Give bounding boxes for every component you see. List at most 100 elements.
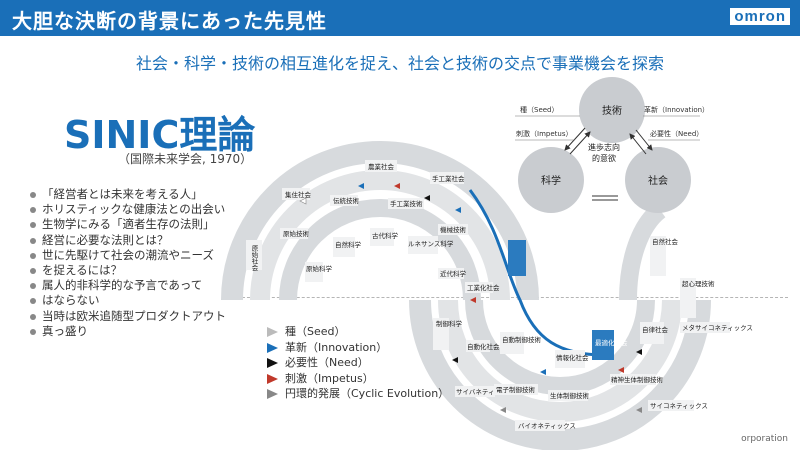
seed-marker-icon (267, 327, 278, 337)
bullet-item: ホリスティックな健康法との出会い (30, 202, 250, 217)
impetus-marker-icon (267, 373, 278, 384)
technology-node (579, 77, 645, 143)
footer-text: orporation (741, 434, 788, 444)
society-node (625, 147, 691, 213)
header-bar: 大胆な決断の背景にあった先見性 omron (0, 0, 800, 36)
ring-label: バイオネティックス (518, 422, 576, 430)
ring-label: 自動制御技術 (502, 335, 542, 344)
ring-label: サイバネティックス (456, 388, 514, 396)
blue-box-optimization (592, 330, 614, 360)
theory-title: SINIC理論 (64, 113, 256, 157)
legend-label: 革新（Innovation） (285, 340, 388, 354)
lower-ring-mid (438, 299, 682, 422)
cycle-diagram: 技術 科学 社会 進歩志向 的意欲 種（Seed） 刺激（Impetus） 革新… (515, 77, 709, 213)
bullet-item: 「経営者とは未来を考える人」 (30, 187, 250, 202)
center-label-1: 進歩志向 (588, 142, 620, 152)
ring-label: 農業社会 (368, 162, 395, 171)
legend-item-impetus: 刺激（Impetus） (265, 371, 449, 387)
ring-label: 原始科学 (306, 264, 333, 273)
technology-label: 技術 (602, 104, 622, 117)
ring-markers (299, 183, 642, 413)
ring-label: メタサイコネティックス (682, 323, 753, 332)
ring-label: 自然社会 (652, 237, 679, 246)
impetus-marker (470, 297, 476, 303)
ring-label: サイコネティックス (650, 402, 708, 410)
innovation-label: 革新（Innovation） (644, 105, 709, 114)
ring-label: 自動化社会 (467, 342, 500, 351)
legend-item-seed: 種（Seed） (265, 324, 449, 340)
ring-label: 機械技術 (440, 225, 467, 234)
innovation-marker-icon (267, 342, 278, 353)
slide-subtitle: 社会・科学・技術の相互進化を捉え、社会と技術の交点で事業機会を探索 (135, 54, 664, 73)
ring-label: 工業化社会 (467, 283, 500, 292)
right-tail-ring (619, 202, 666, 301)
science-label: 科学 (541, 174, 561, 187)
bullet-item: 生物学にみる「適者生存の法則」 (30, 217, 250, 232)
lower-labels: 制御科学 サイバネティックス バイオネティックス サイコネティックス メタサイコ… (433, 236, 753, 431)
innovation-marker (540, 369, 546, 375)
legend-label: 種（Seed） (285, 325, 346, 338)
upper-mid-labels: 原始技術 伝統技術 手工業技術 機械技術 (280, 195, 468, 239)
innovation-marker (455, 207, 461, 213)
impetus-label: 刺激（Impetus） (516, 129, 572, 138)
seed-marker (299, 197, 307, 205)
cyclic-marker (500, 407, 506, 413)
ring-label: 最適化社会 (595, 338, 628, 347)
legend-label: 刺激（Impetus） (285, 371, 374, 385)
ring-label: 電子制御技術 (496, 385, 536, 394)
need-marker-icon (267, 358, 278, 368)
legend-item-cyclic: 円環的発展（Cyclic Evolution） (265, 386, 449, 402)
ring-label: ルネサンス科学 (408, 239, 454, 248)
company-logo: omron (730, 8, 790, 25)
theory-source: （国際未来学会, 1970） (118, 152, 253, 166)
science-node (518, 147, 584, 213)
center-label-2: 的意欲 (592, 153, 616, 163)
bullet-continuation: はならない (30, 293, 250, 308)
impetus-marker (394, 183, 400, 189)
cyclic-marker (636, 407, 642, 413)
bullet-continuation: 真っ盛り (30, 324, 250, 339)
ring-label: 制御科学 (436, 319, 463, 328)
upper-ring-mid (250, 170, 510, 301)
society-label: 社会 (648, 174, 668, 187)
bullet-item: 世に先駆けて社会の潮流やニーズ (30, 248, 250, 263)
ring-label: 手工業技術 (390, 199, 423, 208)
bullet-item: 属人的非科学的な予言であって (30, 278, 250, 293)
ring-label: 原始社会 (250, 245, 258, 272)
bullet-list: 「経営者とは未来を考える人」 ホリスティックな健康法との出会い 生物学にみる「適… (30, 187, 250, 339)
upper-inner-labels: 原始科学 自然科学 古代科学 ルネサンス科学 近代科学 工業化社会 (305, 228, 500, 293)
need-marker (424, 195, 430, 201)
ring-label: 古代科学 (372, 231, 399, 240)
ring-label: 原始技術 (283, 229, 310, 238)
blue-box-industrial (508, 240, 526, 276)
page-title: 大胆な決断の背景にあった先見性 (12, 9, 327, 33)
legend-item-innovation: 革新（Innovation） (265, 340, 449, 356)
ring-label: 精神生体制御技術 (611, 375, 664, 384)
upper-outer-labels: 原始社会 集住社会 農業社会 手工業社会 (246, 160, 465, 272)
seed-label: 種（Seed） (520, 106, 559, 114)
ring-label: 超心理技術 (682, 279, 715, 288)
impetus-marker (618, 367, 624, 373)
need-marker (452, 357, 458, 363)
cyclic-marker-icon (267, 389, 278, 399)
upper-ring-inner (279, 199, 481, 301)
ring-label: 伝統技術 (333, 196, 360, 205)
lower-ring-inner (465, 299, 655, 395)
lower-ring-outer (409, 299, 711, 450)
bullet-item: 経営に必要な法則とは？ (30, 233, 250, 248)
bullet-continuation: を捉えるには？ (30, 263, 250, 278)
legend-label: 必要性（Need） (285, 356, 369, 369)
ring-label: 自然科学 (335, 240, 362, 249)
timeline-divider (232, 297, 788, 298)
innovation-marker (358, 183, 364, 189)
legend-label: 円環的発展（Cyclic Evolution） (285, 387, 450, 400)
ring-label: 集住社会 (285, 190, 312, 199)
need-marker (636, 349, 642, 355)
legend-item-need: 必要性（Need） (265, 355, 449, 371)
need-label: 必要性（Need） (650, 129, 703, 138)
ring-label: 情報化社会 (556, 353, 589, 362)
legend: 種（Seed） 革新（Innovation） 必要性（Need） 刺激（Impe… (265, 324, 449, 402)
ring-label: 近代科学 (440, 269, 467, 278)
ring-label: 生体制御技術 (550, 391, 590, 400)
